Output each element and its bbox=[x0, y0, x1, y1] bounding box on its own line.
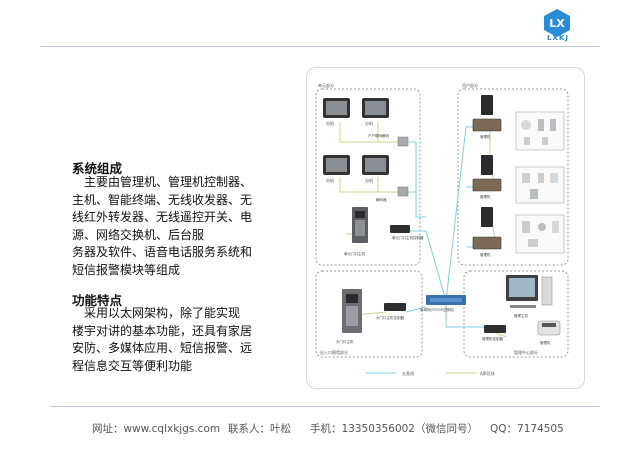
zone-entrance bbox=[315, 270, 423, 358]
legend-cat5-label: 五类线 bbox=[402, 370, 414, 376]
svg-text:分机: 分机 bbox=[365, 120, 373, 126]
smart-device-group-1 bbox=[515, 111, 565, 151]
management-phone: 管理机 bbox=[537, 320, 561, 345]
smart-device-group-3 bbox=[515, 214, 565, 254]
indoor-monitor-3: 分机 bbox=[323, 155, 350, 183]
svg-text:大门口主机: 大门口主机 bbox=[336, 339, 354, 344]
legend-bus-label: AJB总线 bbox=[480, 370, 495, 376]
svg-text:管理机: 管理机 bbox=[480, 252, 491, 257]
brand-logo-icon: LX bbox=[544, 9, 570, 37]
section-title-composition: 系统组成 bbox=[72, 161, 123, 176]
svg-text:大门口主机控制器: 大门口主机控制器 bbox=[376, 315, 404, 320]
svg-text:局域网(TCP/IP交换机): 局域网(TCP/IP交换机) bbox=[420, 307, 455, 312]
svg-text:管理机: 管理机 bbox=[540, 340, 551, 345]
composition-line: 源、网络交换机、后台服 bbox=[72, 227, 205, 242]
entrance-door-controller: 大门口主机控制器 bbox=[376, 303, 406, 320]
features-line: 采用以太网架构，除了能实现 bbox=[72, 306, 241, 320]
composition-line: 务器及软件、语音电话服务系统和 bbox=[72, 245, 253, 259]
footer-divider bbox=[50, 406, 600, 407]
footer-phone: 手机：13350356002（微信同号） bbox=[310, 423, 478, 435]
features-line: 程信息交互等便利功能 bbox=[72, 358, 193, 373]
zone-entrance-label: 出入口围墙部分 bbox=[320, 349, 348, 355]
svg-text:管理机: 管理机 bbox=[480, 194, 491, 199]
user-panel-3: 管理机 bbox=[472, 207, 502, 257]
footer-contact: 联系人：叶松 bbox=[228, 423, 291, 435]
system-diagram: 单元部分 用户部分 出入口围墙部分 管理中心部分 分机 分机 分机 分机 户户联… bbox=[315, 82, 569, 376]
zone-center bbox=[463, 270, 569, 358]
svg-text:分机: 分机 bbox=[326, 177, 334, 183]
zone-unit-label: 单元部分 bbox=[318, 82, 334, 88]
entrance-door-station: 大门口主机 bbox=[336, 289, 362, 344]
composition-line: 线红外转发器、无线遥控开关、电 bbox=[72, 210, 253, 224]
zone-unit bbox=[315, 88, 421, 266]
management-controller: 管理机控制器 bbox=[482, 325, 506, 341]
features-line: 安防、多媒体应用、短信报警、远 bbox=[72, 341, 253, 355]
svg-text:管理主机: 管理主机 bbox=[514, 313, 528, 318]
footer-website[interactable]: 网址：www.cqlxkjgs.com bbox=[92, 423, 221, 435]
svg-text:管理机: 管理机 bbox=[480, 134, 491, 139]
user-panel-1: 管理机 bbox=[472, 95, 502, 139]
composition-paragraph: 主要由管理机、管理机控制器、 主机、智能终端、无线收发器、无 线红外转发器、无线… bbox=[72, 174, 287, 279]
composition-line: 短信报警模块等组成 bbox=[72, 262, 181, 277]
logo-mark: LX bbox=[549, 17, 565, 30]
zone-user-label: 用户部分 bbox=[462, 82, 478, 88]
svg-text:分机: 分机 bbox=[365, 177, 373, 183]
smart-device-group-2 bbox=[515, 166, 565, 204]
unit-door-station: 单元门口主机 bbox=[344, 207, 368, 256]
decoder-1: 户户联网解码 bbox=[368, 133, 409, 147]
decoder-2: 解码器 bbox=[376, 186, 409, 202]
zone-user bbox=[457, 88, 569, 266]
svg-text:单元门口主机控制器: 单元门口主机控制器 bbox=[392, 235, 424, 240]
svg-text:解码器: 解码器 bbox=[376, 197, 387, 202]
svg-text:单元门口主机: 单元门口主机 bbox=[344, 251, 365, 256]
brand-name: LXKJ bbox=[547, 34, 569, 42]
network-switch: 局域网(TCP/IP交换机) bbox=[420, 295, 466, 312]
composition-line: 主要由管理机、管理机控制器、 bbox=[72, 175, 253, 189]
footer-qq: QQ：7174505 bbox=[490, 423, 564, 435]
indoor-monitor-2: 分机 bbox=[362, 98, 389, 126]
header-divider bbox=[40, 46, 600, 47]
indoor-monitor-1: 分机 bbox=[323, 98, 350, 126]
section-title-features: 功能特点 bbox=[72, 293, 123, 308]
svg-text:管理机控制器: 管理机控制器 bbox=[482, 336, 503, 341]
indoor-monitor-4: 分机 bbox=[362, 155, 389, 183]
composition-line: 主机、智能终端、无线收发器、无 bbox=[72, 192, 253, 207]
diagram-legend: 五类线 AJB总线 bbox=[366, 370, 495, 376]
user-panel-2: 管理机 bbox=[472, 155, 502, 199]
unit-door-controller: 单元门口主机控制器 bbox=[390, 225, 424, 240]
zone-center-label: 管理中心部分 bbox=[514, 349, 538, 355]
management-pc: 管理主机 bbox=[506, 275, 553, 318]
features-line: 楼宇对讲的基本功能，还具有家居 bbox=[72, 323, 253, 338]
svg-text:户户联网解码: 户户联网解码 bbox=[368, 133, 389, 138]
features-paragraph: 采用以太网架构，除了能实现 楼宇对讲的基本功能，还具有家居 安防、多媒体应用、短… bbox=[72, 305, 287, 375]
svg-text:分机: 分机 bbox=[326, 120, 334, 126]
